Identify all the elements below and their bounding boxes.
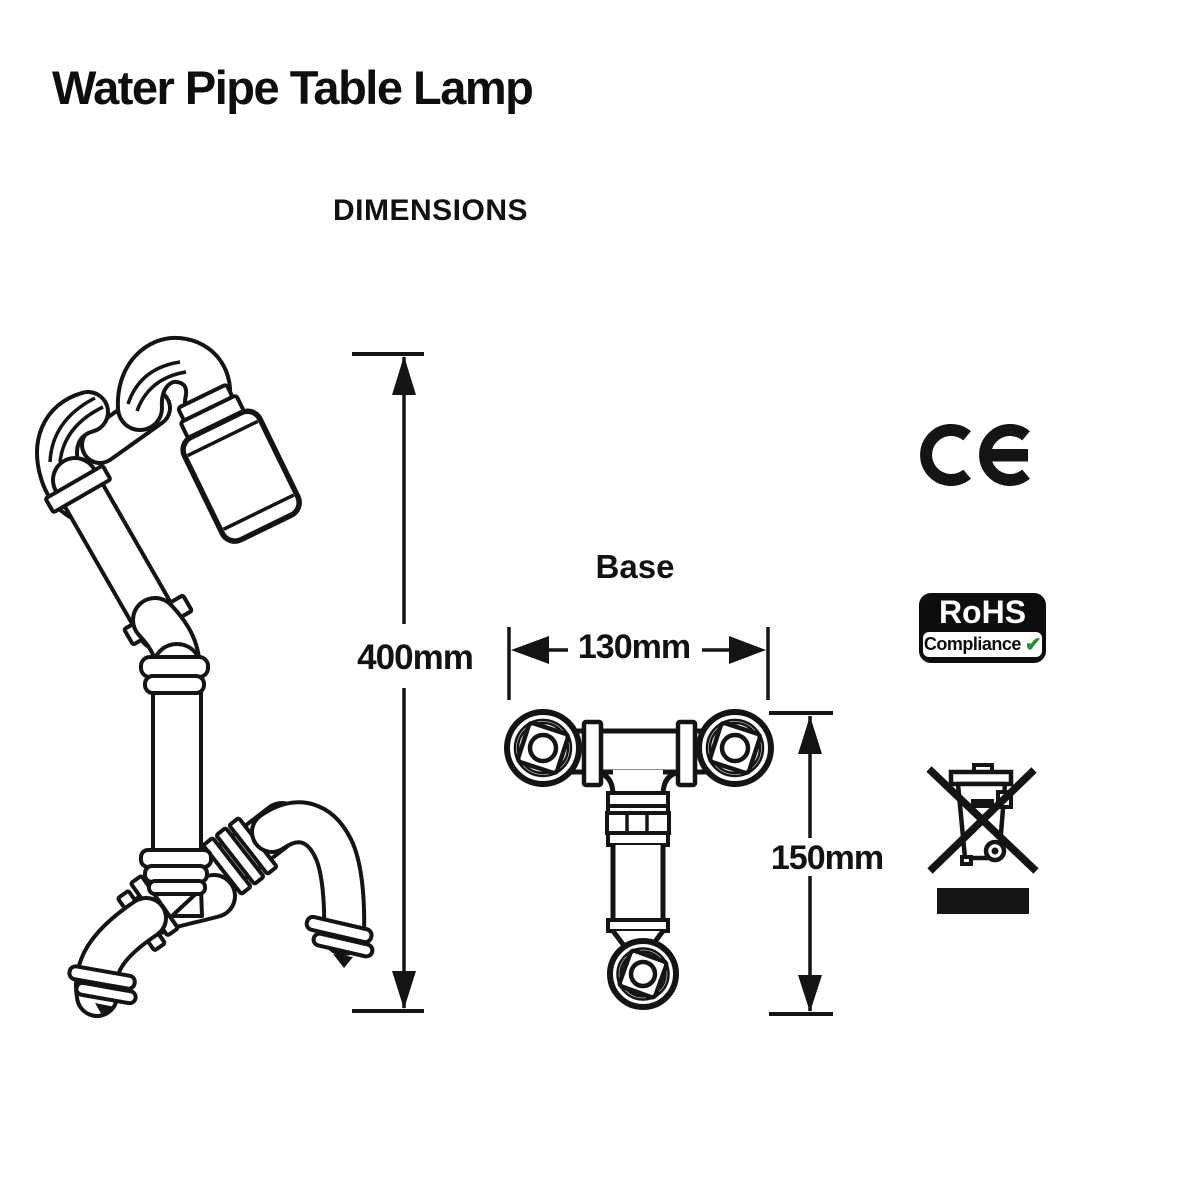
- base-view-title: Base: [595, 548, 675, 585]
- weee-bar: [937, 888, 1029, 914]
- height-dimension-arrow: [352, 352, 424, 1013]
- base-illustration: [504, 709, 774, 1010]
- height-dimension-label: 400mm: [357, 638, 474, 677]
- weee-bin-icon: [926, 763, 1039, 914]
- page-title: Water Pipe Table Lamp: [52, 61, 534, 114]
- rohs-title: RoHS: [938, 594, 1027, 630]
- ce-mark-icon: [920, 424, 1030, 486]
- lamp-illustration: [45, 360, 375, 1017]
- section-heading: DIMENSIONS: [333, 194, 529, 227]
- rohs-check-icon: ✔: [1024, 633, 1042, 656]
- rohs-subtitle: Compliance: [923, 634, 1022, 654]
- base-width-dimension-arrow: [507, 627, 770, 700]
- base-depth-dimension-arrow: [769, 711, 833, 1016]
- base-width-dimension-label: 130mm: [577, 628, 691, 666]
- rohs-badge: RoHS Compliance ✔: [919, 593, 1046, 663]
- base-depth-dimension-label: 150mm: [770, 839, 884, 877]
